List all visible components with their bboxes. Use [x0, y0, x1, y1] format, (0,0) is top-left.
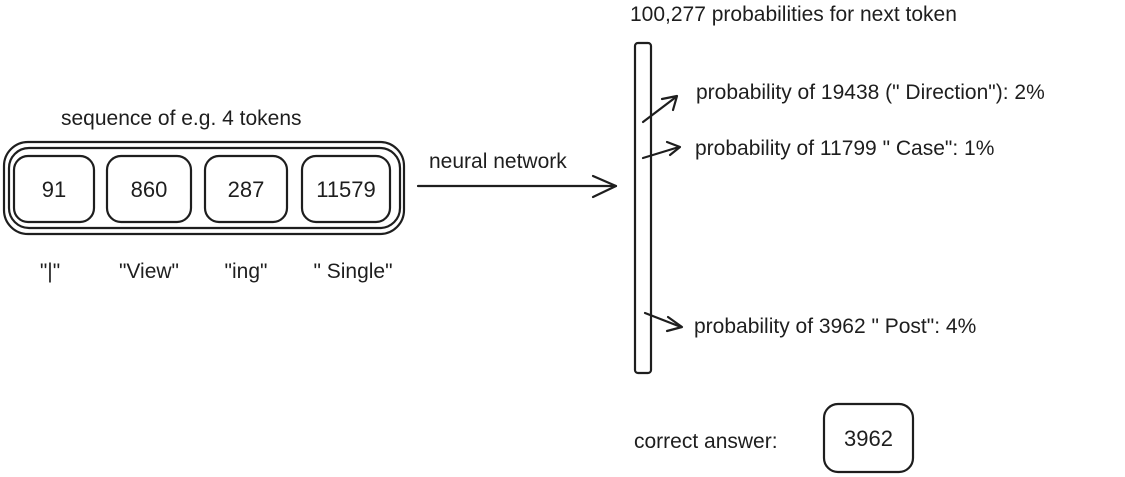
token-box-91 — [12, 154, 96, 224]
token-text-860: "View" — [118, 260, 180, 283]
sequence-container — [2, 140, 406, 236]
answer-label: correct answer: — [634, 430, 778, 453]
output-title: 100,277 probabilities for next token — [630, 3, 957, 26]
prob-arrow-1 — [641, 94, 679, 124]
answer-box — [822, 402, 915, 474]
sequence-title: sequence of e.g. 4 tokens — [61, 107, 302, 130]
token-box-860 — [105, 154, 193, 224]
token-id-860: 860 — [130, 177, 168, 202]
probability-row-2: probability of 11799 " Case": 1% — [695, 137, 995, 160]
token-id-91: 91 — [41, 177, 67, 202]
token-box-287 — [203, 154, 289, 224]
prob-arrow-2 — [641, 140, 682, 160]
token-id-287: 287 — [227, 177, 265, 202]
prob-arrow-3 — [643, 311, 684, 333]
probability-row-3: probability of 3962 " Post": 4% — [694, 315, 977, 338]
network-arrow — [416, 174, 618, 199]
token-text-91: "|" — [39, 260, 61, 283]
token-text-287: "ing" — [224, 260, 268, 283]
token-id-11579: 11579 — [316, 177, 376, 202]
token-box-11579 — [300, 154, 392, 224]
probability-bar — [633, 41, 653, 375]
answer-value: 3962 — [844, 426, 893, 451]
token-text-11579: " Single" — [313, 260, 393, 283]
probability-row-1: probability of 19438 (" Direction"): 2% — [696, 81, 1045, 104]
network-label: neural network — [429, 150, 567, 173]
